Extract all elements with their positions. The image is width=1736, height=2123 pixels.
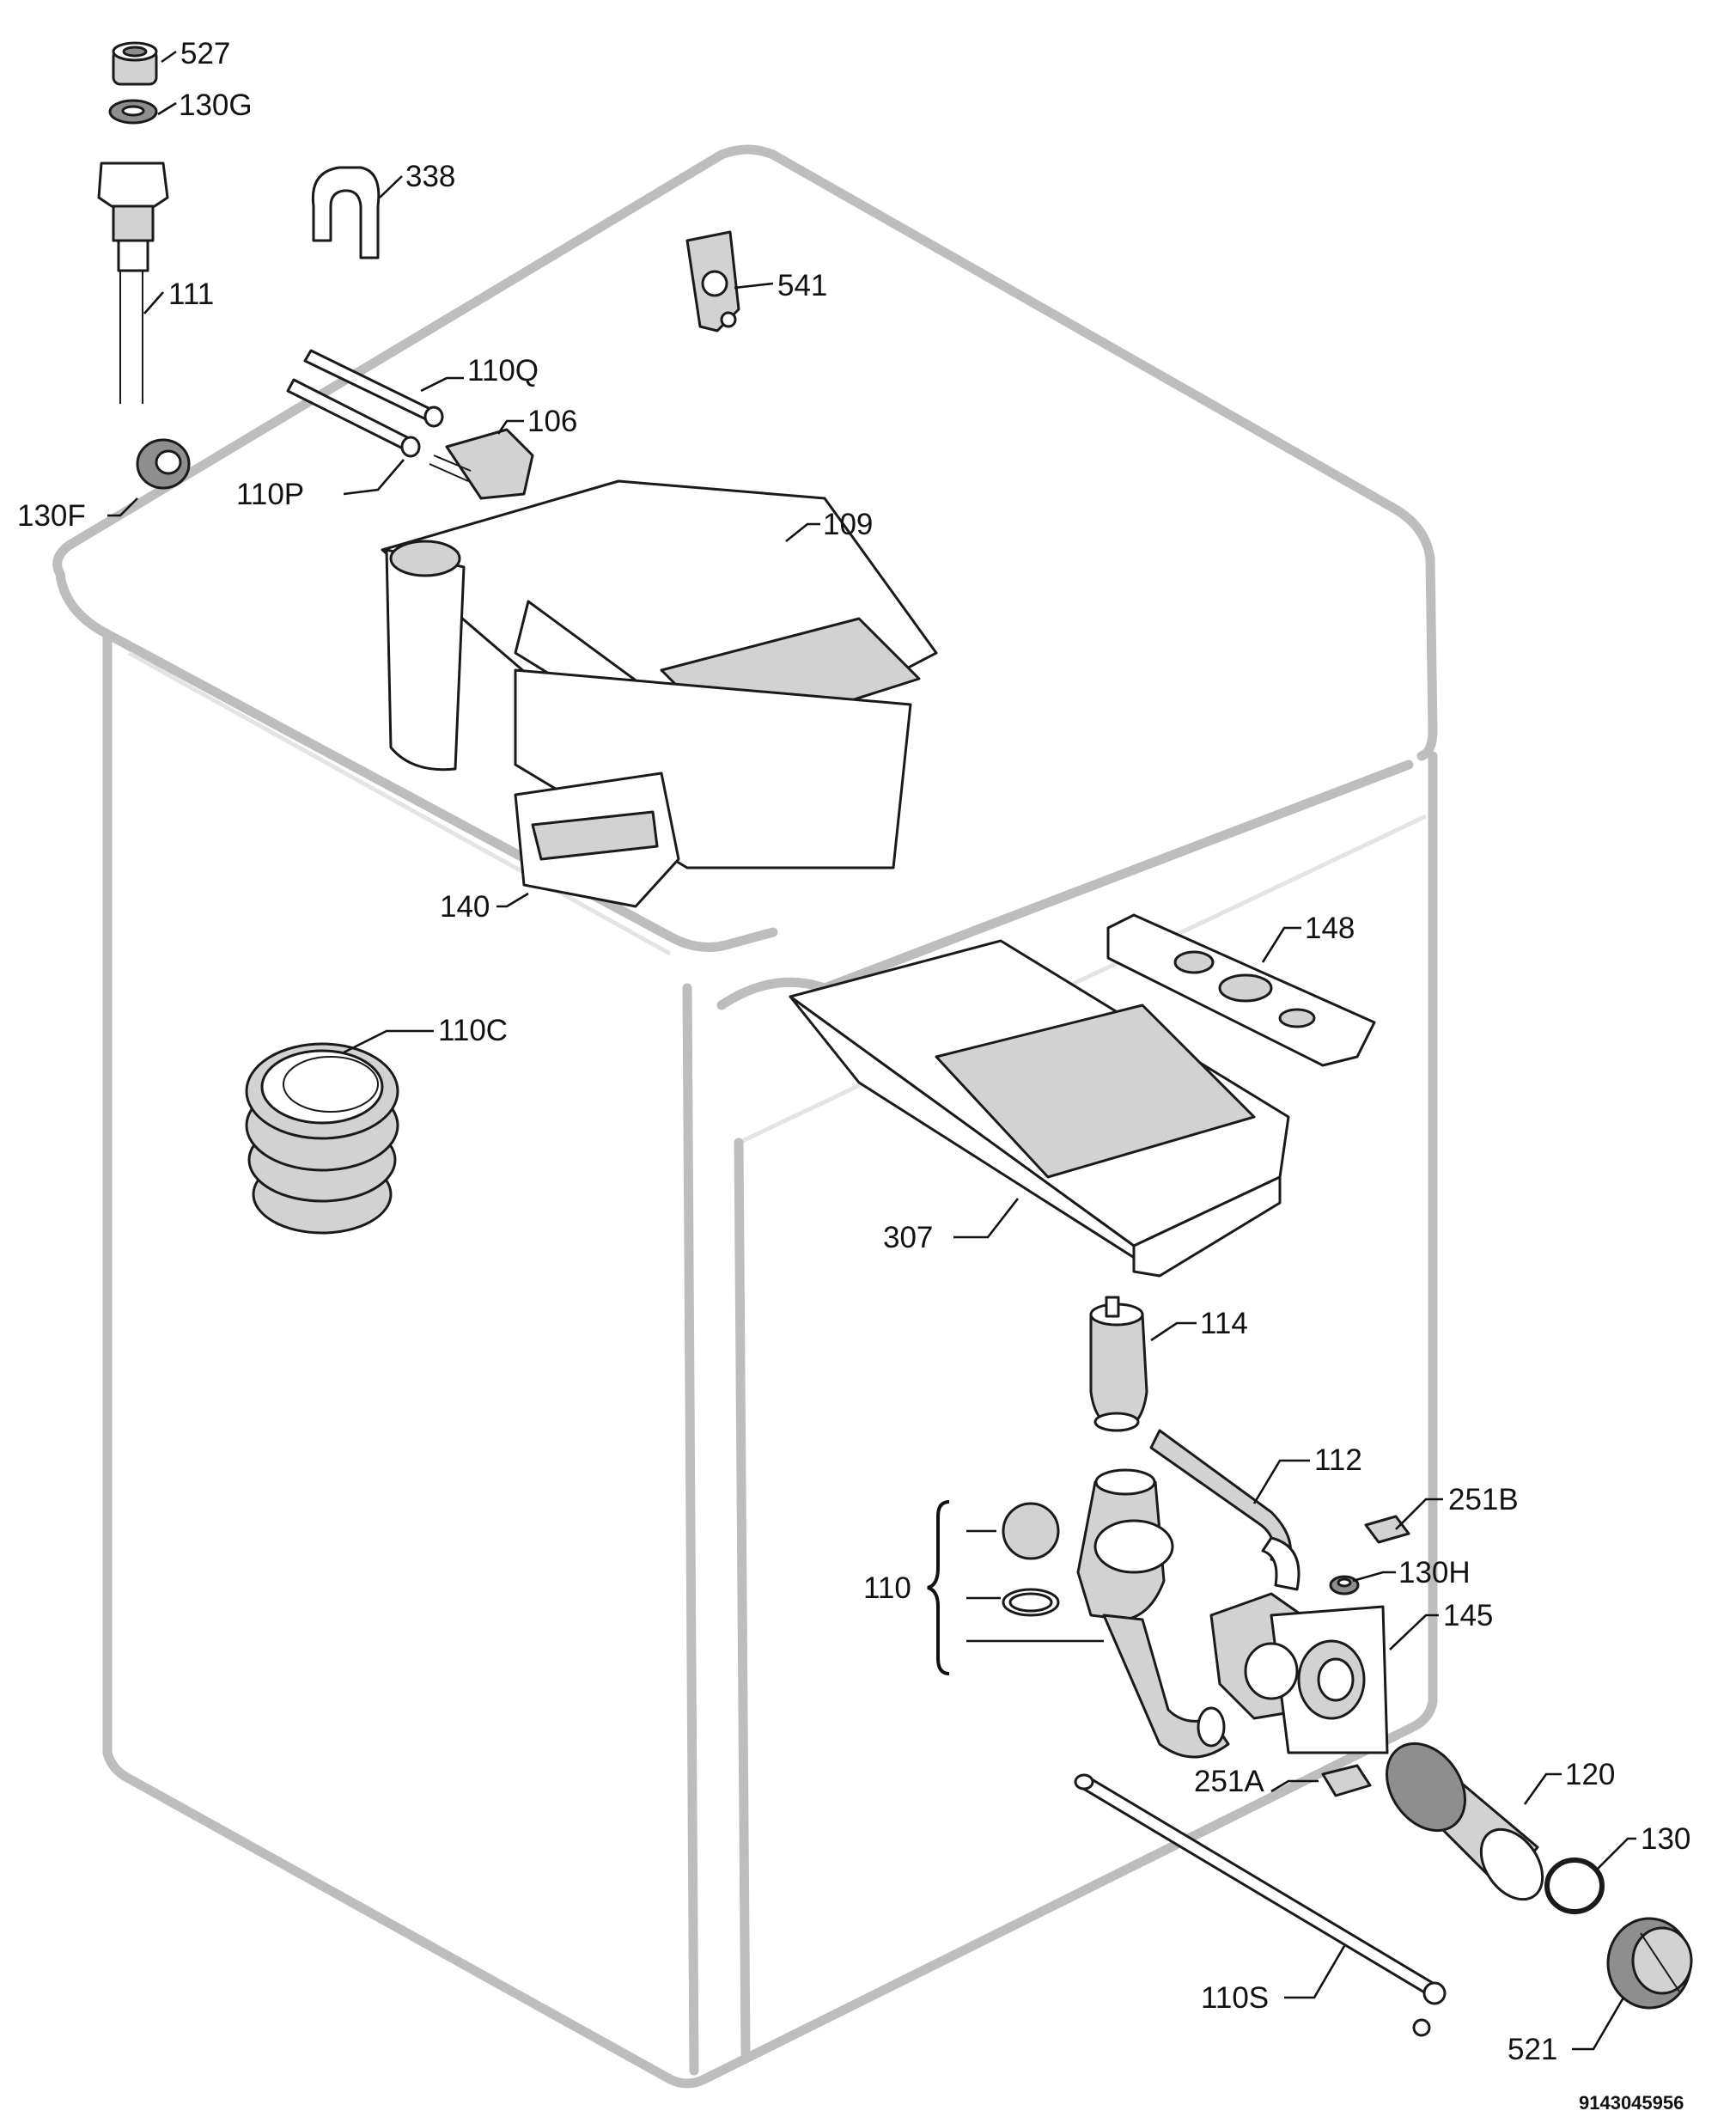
callout-527: 527 xyxy=(180,37,230,70)
part-110S-rod xyxy=(1074,1773,1447,2037)
callout-110: 110 xyxy=(863,1571,911,1605)
callout-251B: 251B xyxy=(1448,1483,1519,1516)
part-110C-bellows xyxy=(245,1042,399,1235)
part-527-hose-nut xyxy=(112,41,158,86)
part-112-drain-hose xyxy=(1149,1429,1300,1591)
part-148-cover-plate xyxy=(1106,913,1376,1067)
part-110-sump-with-ball xyxy=(1002,1468,1230,1759)
callout-111: 111 xyxy=(168,278,214,311)
part-110Q-110P-tubes xyxy=(286,349,444,458)
callout-251A: 251A xyxy=(1194,1765,1264,1798)
part-145-pump-housing xyxy=(1209,1592,1389,1754)
part-120-filter xyxy=(1386,1742,1544,1901)
part-106-valve xyxy=(429,428,534,500)
callout-521: 521 xyxy=(1508,2033,1557,2066)
cabinet-outline xyxy=(52,144,1438,2089)
leader-lines xyxy=(107,50,1636,2051)
callout-130G: 130G xyxy=(179,88,253,122)
callout-110P: 110P xyxy=(236,478,304,511)
part-114-air-chamber xyxy=(1089,1296,1148,1432)
callout-120: 120 xyxy=(1565,1758,1615,1791)
part-140-duct xyxy=(514,772,680,908)
part-307-detergent-drawer xyxy=(789,939,1290,1278)
callout-130F: 130F xyxy=(17,499,86,533)
part-130F-ring-nut xyxy=(136,438,191,490)
callout-130: 130 xyxy=(1641,1822,1690,1856)
part-251A-clip xyxy=(1321,1764,1372,1797)
part-251B-clip xyxy=(1364,1515,1410,1544)
callout-110S: 110S xyxy=(1201,1981,1269,2015)
callout-114: 114 xyxy=(1200,1307,1248,1340)
callout-110Q: 110Q xyxy=(467,354,539,387)
callout-130H: 130H xyxy=(1398,1556,1471,1589)
part-111-inlet-hose xyxy=(97,162,169,404)
callout-106: 106 xyxy=(527,405,577,438)
part-521-filter-cap xyxy=(1606,1917,1693,2010)
callout-110C: 110C xyxy=(438,1014,508,1047)
callout-145: 145 xyxy=(1443,1599,1493,1632)
callout-338: 338 xyxy=(405,160,455,193)
part-130H-nut xyxy=(1329,1575,1360,1595)
callout-541: 541 xyxy=(777,269,827,302)
callout-140: 140 xyxy=(440,890,490,924)
part-541-bracket xyxy=(685,230,740,332)
part-338-clip xyxy=(311,166,381,259)
callout-148: 148 xyxy=(1305,912,1355,945)
part-130-seal-ring xyxy=(1544,1858,1605,1914)
callout-labels: 527 130G 338 541 111 110Q 106 110P 130F … xyxy=(17,37,1690,2114)
callout-112: 112 xyxy=(1314,1443,1362,1477)
document-number: 9143045956 xyxy=(1579,2092,1684,2114)
callout-109: 109 xyxy=(823,508,873,541)
part-130G-washer xyxy=(108,99,158,125)
callout-307: 307 xyxy=(883,1221,933,1254)
